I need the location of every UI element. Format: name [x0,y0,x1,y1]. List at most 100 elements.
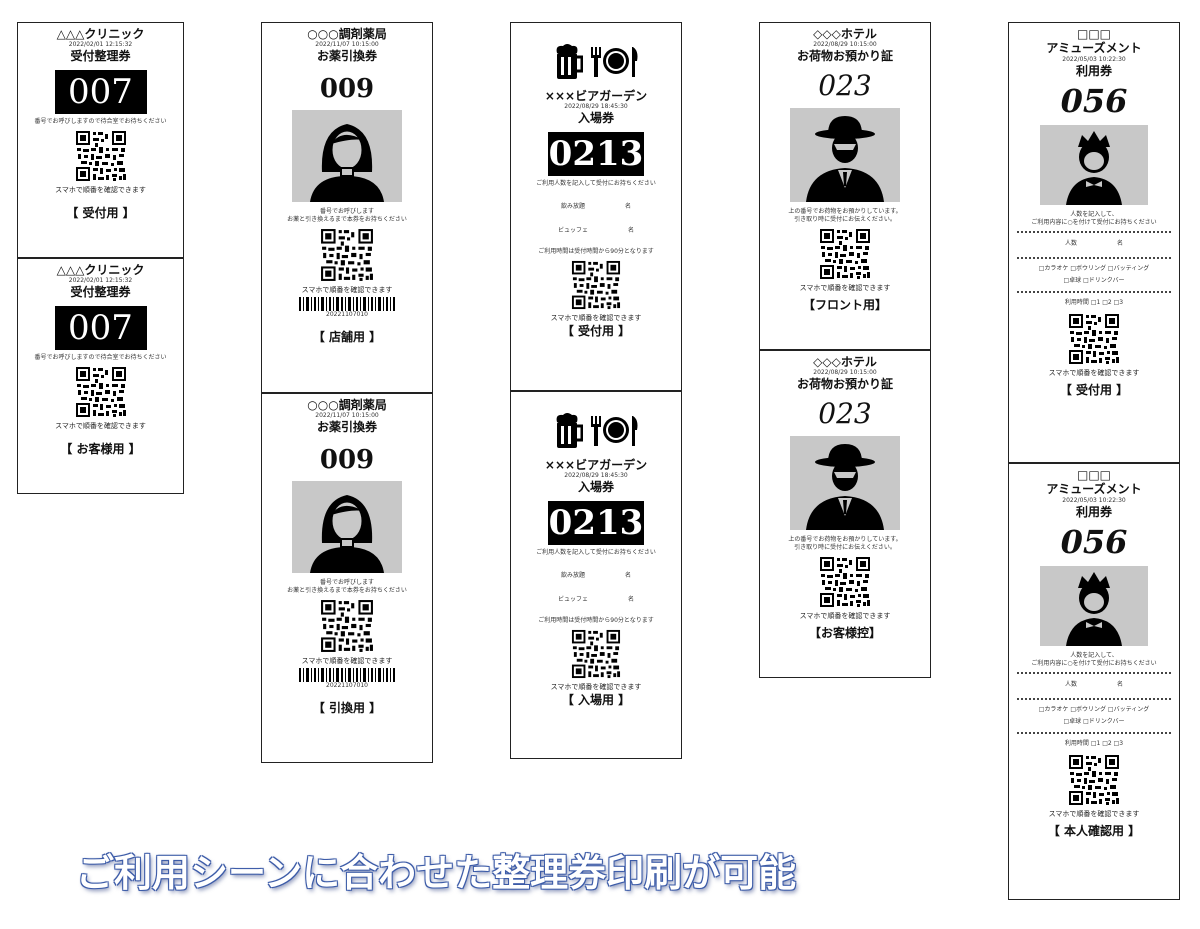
ticket-date: 2022/02/01 12:15:32 [68,277,133,284]
ticket-number: 007 [54,70,147,114]
ticket-note: 番号でお呼びします [319,208,374,215]
beer-ticket-entry: ×××ビアガーデン 2022/08/29 18:45:30 入場券 0213 ご… [510,391,682,759]
qr-code-icon [571,629,621,679]
ticket-footer: 【お客様控】 [808,626,881,640]
row-label: ビュッフェ [557,227,588,234]
row-label: 人数 [1064,240,1077,247]
ticket-label: 入場券 [577,480,614,494]
ticket-date: 2022/11/07 10:15:00 [315,41,379,48]
ticket-label: 受付整理券 [70,285,131,299]
ticket-note: 番号でお呼びします [319,579,374,586]
ticket-title: ×××ビアガーデン [544,89,648,103]
qr-code-icon [1068,313,1120,365]
ticket-note: お薬と引き換えるまで本券をお持ちください [287,587,407,594]
ticket-note: ご利用内容に○を付けて受付にお持ちください [1031,219,1157,226]
ticket-date: 2022/11/07 10:15:00 [315,412,379,419]
ticket-note: 番号でお呼びしますので待合室でお待ちください [34,354,167,361]
ticket-number: 009 [319,445,375,475]
ticket-title: ×××ビアガーデン [544,458,648,472]
divider [1017,698,1171,700]
ticket-note: ご利用内容に○を付けて受付にお持ちください [1031,660,1157,667]
qr-code-icon [819,228,871,280]
plate-cutlery-icon [589,43,641,79]
ticket-date: 2022/08/29 10:15:00 [813,369,877,376]
ticket-footer: 【 店舗用 】 [312,330,382,344]
row-unit: 名 [625,203,632,210]
qr-code-icon [320,228,374,282]
row-label: ビュッフェ [557,596,588,603]
ticket-label: お薬引換券 [316,49,377,63]
clinic-ticket-customer: △△△クリニック 2022/02/01 12:15:32 受付整理券 007 番… [17,258,184,494]
activity-options: □卓球 □ドリンクバー [1063,718,1125,725]
amusement-ticket-id: □□□ アミューズメント 2022/05/03 10:22:30 利用券 056… [1008,463,1180,900]
ticket-footer: 【 受付用 】 [66,206,135,220]
ticket-footer: 【フロント用】 [802,298,887,312]
ticket-date: 2022/05/03 10:22:30 [1062,497,1126,504]
scan-note: スマホで順番を確認できます [550,683,642,691]
ticket-number: 009 [319,74,375,104]
ticket-title: □□□ [1076,468,1111,482]
ticket-title: △△△クリニック [56,27,145,41]
scan-note: スマホで順番を確認できます [799,612,891,620]
man-in-hat-avatar-icon [790,436,900,530]
ticket-title: ○○○調剤薬局 [307,27,387,41]
ticket-footer: 【 引換用 】 [312,701,382,715]
ticket-footer: 【 受付用 】 [1059,383,1129,397]
icon-group [511,41,681,81]
qr-code-icon [1068,754,1120,806]
row-unit: 名 [628,227,635,234]
scan-note: スマホで順番を確認できます [301,286,393,294]
ticket-label: お荷物お預かり証 [796,377,893,391]
pharmacy-ticket-exchange: ○○○調剤薬局 2022/11/07 10:15:00 お薬引換券 009 番号… [261,393,433,763]
ticket-label: 利用券 [1075,64,1112,78]
barcode-icon [299,668,395,682]
qr-code-icon [75,366,127,418]
people-row: 人数 名 [1009,239,1179,249]
clinic-ticket-reception: △△△クリニック 2022/02/01 12:15:32 受付整理券 007 番… [17,22,184,258]
hotel-ticket-front: ◇◇◇ホテル 2022/08/29 10:15:00 お荷物お預かり証 023 … [759,22,931,350]
qr-code-icon [571,260,621,310]
row-unit: 名 [625,572,632,579]
ticket-footer: 【 入場用 】 [561,693,631,707]
ticket-subtitle: アミューズメント [1046,41,1142,55]
ticket-title: ◇◇◇ホテル [813,355,877,369]
scan-note: スマホで順番を確認できます [550,314,642,322]
activity-options: □カラオケ □ボウリング □バッティング [1038,706,1150,713]
drink-row: 飲み放題名 [511,202,681,212]
ticket-title: ◇◇◇ホテル [813,27,877,41]
icon-group [511,410,681,450]
activity-options: □カラオケ □ボウリング □バッティング [1038,265,1150,272]
ticket-date: 2022/08/29 18:45:30 [564,103,628,110]
ticket-footer: 【 本人確認用 】 [1047,824,1141,838]
ticket-number: 023 [818,69,872,102]
ticket-number: 007 [54,306,147,350]
scan-note: スマホで順番を確認できます [55,422,146,430]
ticket-label: 受付整理券 [70,49,131,63]
scan-note: スマホで順番を確認できます [301,657,393,665]
scan-note: スマホで順番を確認できます [55,186,146,194]
ticket-footer: 【 お客様用 】 [60,442,141,456]
activity-options: □卓球 □ドリンクバー [1063,277,1125,284]
hotel-ticket-customer: ◇◇◇ホテル 2022/08/29 10:15:00 お荷物お預かり証 023 … [759,350,931,678]
barcode-icon [299,297,395,311]
ticket-note: 上の番号でお荷物をお預かりしています。 [788,536,902,543]
divider [1017,291,1171,293]
buffet-row: ビュッフェ名 [511,595,681,605]
row-unit: 名 [1117,681,1124,688]
beer-ticket-reception: ×××ビアガーデン 2022/08/29 18:45:30 入場券 0213 ご… [510,22,682,391]
ticket-title: ○○○調剤薬局 [307,398,387,412]
ticket-note: 上の番号でお荷物をお預かりしています。 [788,208,902,215]
row-unit: 名 [1117,240,1124,247]
ticket-title: □□□ [1076,27,1111,41]
barcode-number: 20221107010 [326,682,368,689]
row-label: 飲み放題 [560,572,585,579]
woman-avatar-icon [292,481,402,573]
divider [1017,732,1171,734]
row-label: 人数 [1064,681,1077,688]
ticket-note: ご利用人数を記入して受付にお持ちください [536,180,656,187]
ticket-date: 2022/02/01 12:15:32 [68,41,133,48]
buffet-row: ビュッフェ 名 [511,226,681,236]
qr-code-icon [320,599,374,653]
beer-mug-icon [551,41,583,81]
pharmacy-ticket-store: ○○○調剤薬局 2022/11/07 10:15:00 お薬引換券 009 番号… [261,22,433,393]
